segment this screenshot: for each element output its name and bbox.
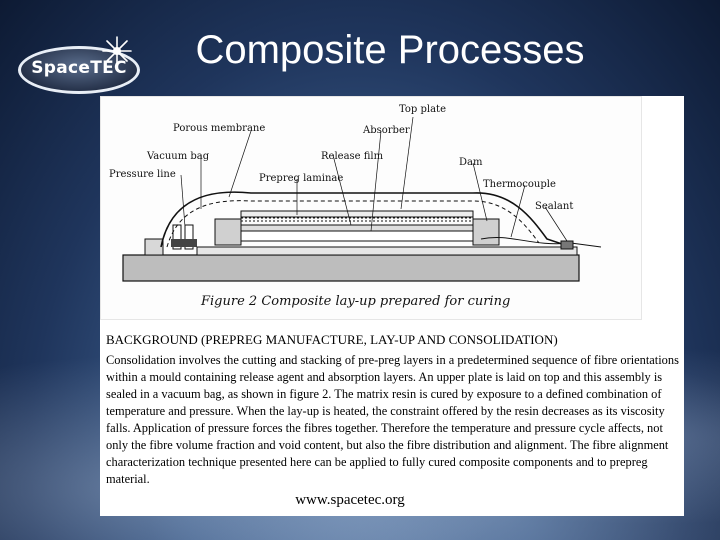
label-prepreg-laminae: Prepreg laminae xyxy=(259,173,343,184)
absorber-layer xyxy=(240,230,474,242)
label-porous-membrane: Porous membrane xyxy=(173,123,265,134)
left-block xyxy=(144,238,164,256)
porous-membrane-outline xyxy=(166,200,540,248)
pressure-fitting xyxy=(171,239,197,247)
label-absorber: Absorber xyxy=(362,125,410,136)
footer-url[interactable]: www.spacetec.org xyxy=(295,492,405,508)
content-panel: Top plate Porous membrane Absorber Vacuu… xyxy=(100,96,684,516)
composite-layup-figure: Top plate Porous membrane Absorber Vacuu… xyxy=(100,96,642,320)
label-sealant: Sealant xyxy=(535,201,573,212)
mould-base xyxy=(122,254,580,282)
label-vacuum-bag: Vacuum bag xyxy=(146,151,210,162)
top-plate xyxy=(240,210,474,218)
release-film-layer xyxy=(240,224,474,232)
dam-right xyxy=(472,218,500,246)
pressure-valve-right xyxy=(184,224,194,250)
label-release-film: Release film xyxy=(321,151,384,162)
tool-plate xyxy=(196,246,578,256)
section-heading: BACKGROUND (PREPREG MANUFACTURE, LAY-UP … xyxy=(106,332,558,347)
vacuum-bag-outline xyxy=(160,191,572,248)
label-thermocouple: Thermocouple xyxy=(483,179,556,190)
section-body: Consolidation involves the cutting and s… xyxy=(106,353,679,486)
slide-title: Composite Processes xyxy=(195,28,585,72)
dam-left xyxy=(214,218,242,246)
label-pressure-line: Pressure line xyxy=(109,169,176,180)
sealant-block xyxy=(560,240,574,250)
label-dam: Dam xyxy=(459,157,483,168)
layup-diagram: Top plate Porous membrane Absorber Vacuu… xyxy=(109,104,602,309)
figure-caption: Figure 2 Composite lay-up prepared for c… xyxy=(200,294,510,309)
spacetec-logo: SpaceTEC xyxy=(18,36,142,96)
logo-text: SpaceTEC xyxy=(31,58,127,78)
logo-star-icon xyxy=(102,36,132,66)
label-top-plate: Top plate xyxy=(399,104,446,115)
